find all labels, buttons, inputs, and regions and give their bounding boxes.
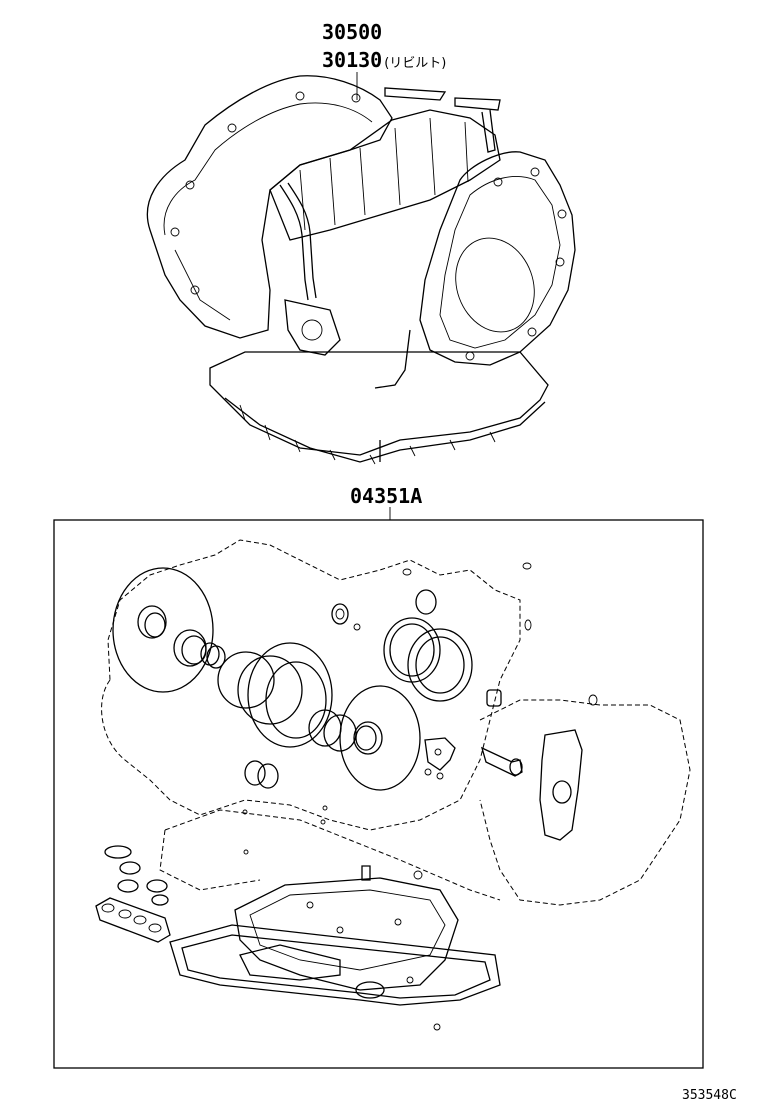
part-number-30130: 30130(リビルト) xyxy=(322,48,446,72)
gasket-kit-frame xyxy=(53,519,704,1069)
gasket-kit-drawing xyxy=(95,539,691,1031)
part-number-30500: 30500 xyxy=(322,20,383,44)
part-number-30130-text: 30130 xyxy=(322,48,383,72)
transaxle-assembly-drawing xyxy=(146,75,576,465)
part-number-04351a: 04351A xyxy=(350,484,423,508)
illustration-code: 353548C xyxy=(682,1088,737,1103)
rebuilt-note: (リビルト) xyxy=(384,56,447,71)
